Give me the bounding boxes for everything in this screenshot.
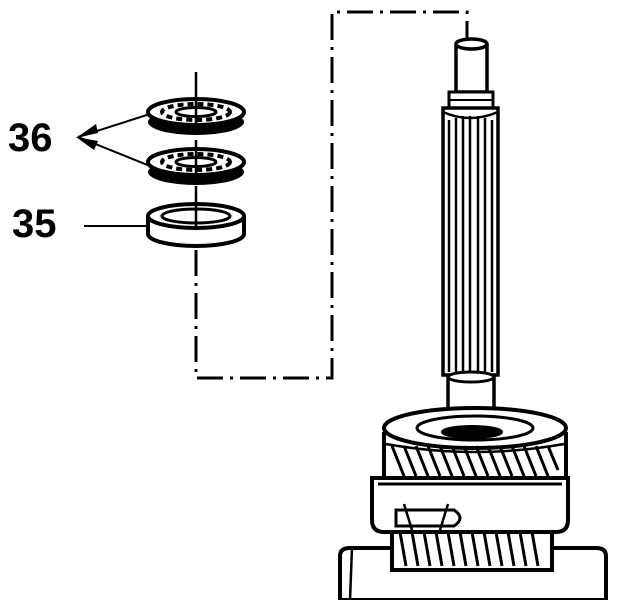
- callout-35: 35: [12, 202, 57, 246]
- assembly-path-line: [194, 10, 469, 380]
- callout-36: 36: [8, 116, 53, 160]
- spline-lines: [447, 116, 494, 372]
- lower-gear-teeth: [398, 531, 540, 567]
- input-shaft: [441, 37, 500, 434]
- upper-gear-teeth: [390, 445, 560, 477]
- gear-assembly: [338, 406, 608, 600]
- leader-arrowheads: [76, 124, 98, 150]
